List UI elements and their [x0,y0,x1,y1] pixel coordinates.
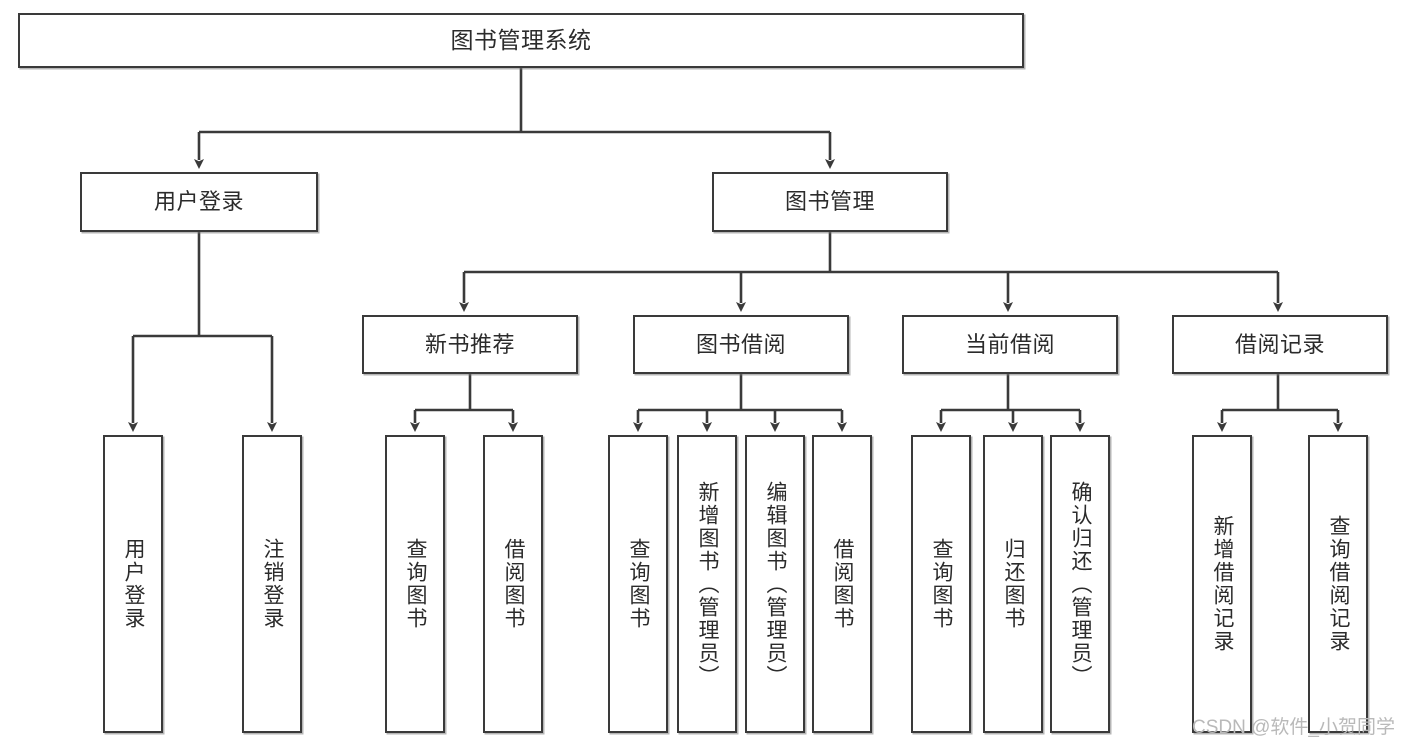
leaf-user-login[interactable]: 用户登录 [103,435,163,733]
node-current-borrow[interactable]: 当前借阅 [902,315,1118,374]
node-book-borrow-label: 图书借阅 [695,331,786,357]
leaf-borrow-book-newbook[interactable]: 借阅图书 [483,435,543,733]
leaf-logout-login-label: 注销登录 [261,538,285,630]
watermark-text: CSDN @软件_小贺同学 [1192,717,1395,738]
leaf-search-borrow-record-label: 查询借阅记录 [1327,515,1351,653]
leaf-add-book-admin[interactable]: 新增图书（管理员） [677,435,737,733]
leaf-add-borrow-record-label: 新增借阅记录 [1211,515,1235,653]
leaf-user-login-label: 用户登录 [122,538,146,630]
leaf-search-book-newbook-label: 查询图书 [404,538,428,630]
leaf-search-book-newbook[interactable]: 查询图书 [385,435,445,733]
leaf-borrow-book-label: 借阅图书 [831,538,855,630]
leaf-search-book-current[interactable]: 查询图书 [911,435,971,733]
node-borrow-records[interactable]: 借阅记录 [1172,315,1388,374]
node-root[interactable]: 图书管理系统 [18,13,1024,68]
leaf-search-book-current-label: 查询图书 [930,538,954,630]
leaf-add-borrow-record[interactable]: 新增借阅记录 [1192,435,1252,733]
leaf-borrow-book[interactable]: 借阅图书 [812,435,872,733]
leaf-edit-book-admin[interactable]: 编辑图书（管理员） [745,435,805,733]
leaf-logout-login[interactable]: 注销登录 [242,435,302,733]
node-book-management[interactable]: 图书管理 [712,172,948,232]
leaf-return-book-label: 归还图书 [1002,538,1026,630]
node-book-management-label: 图书管理 [784,189,875,215]
leaf-return-book[interactable]: 归还图书 [983,435,1043,733]
node-root-label: 图书管理系统 [450,26,592,53]
node-user-login-label: 用户登录 [153,189,244,215]
node-new-book-recommend[interactable]: 新书推荐 [362,315,578,374]
node-user-login[interactable]: 用户登录 [80,172,318,232]
node-current-borrow-label: 当前借阅 [964,331,1055,357]
node-borrow-records-label: 借阅记录 [1234,331,1325,357]
leaf-confirm-return-admin-label: 确认归还（管理员） [1069,480,1093,688]
leaf-confirm-return-admin[interactable]: 确认归还（管理员） [1050,435,1110,733]
leaf-borrow-book-newbook-label: 借阅图书 [502,538,526,630]
node-new-book-recommend-label: 新书推荐 [424,331,515,357]
leaf-search-book-borrow[interactable]: 查询图书 [608,435,668,733]
node-book-borrow[interactable]: 图书借阅 [633,315,849,374]
leaf-edit-book-admin-label: 编辑图书（管理员） [764,480,788,688]
leaf-search-borrow-record[interactable]: 查询借阅记录 [1308,435,1368,733]
leaf-add-book-admin-label: 新增图书（管理员） [696,480,720,688]
leaf-search-book-borrow-label: 查询图书 [627,538,651,630]
